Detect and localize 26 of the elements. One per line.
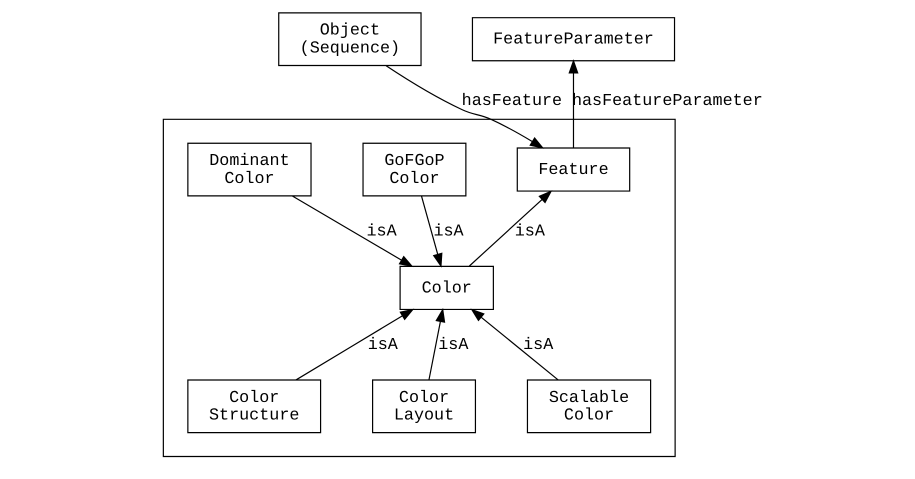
arrow <box>568 59 579 148</box>
arrow <box>386 65 544 149</box>
arrow <box>296 308 414 380</box>
edge-label: hasFeatureParameter <box>572 92 763 112</box>
node-box: Feature <box>516 147 630 192</box>
node-box: Color Structure <box>187 379 322 434</box>
arrow <box>428 308 446 380</box>
arrow <box>420 196 442 268</box>
edge-label: isA <box>438 336 468 356</box>
arrow <box>469 190 552 266</box>
node-box: Color <box>400 266 494 310</box>
edge-label: hasFeature <box>462 92 562 112</box>
node-box: Object (Sequence) <box>278 12 422 66</box>
edge-label: isA <box>433 222 464 242</box>
edge-label: isA <box>366 222 397 242</box>
edge-label: isA <box>368 336 398 356</box>
cluster <box>162 118 676 458</box>
arrow <box>292 195 414 268</box>
node-box: Dominant Color <box>187 142 312 196</box>
node-box: FeatureParameter <box>472 17 676 62</box>
arrow <box>470 308 559 380</box>
node-box: Color Layout <box>372 379 476 434</box>
node-box: Scalable Color <box>526 379 652 434</box>
edge-label: isA <box>523 336 554 356</box>
node-box: GoFGoP Color <box>362 142 466 196</box>
edge-label: isA <box>514 222 545 242</box>
